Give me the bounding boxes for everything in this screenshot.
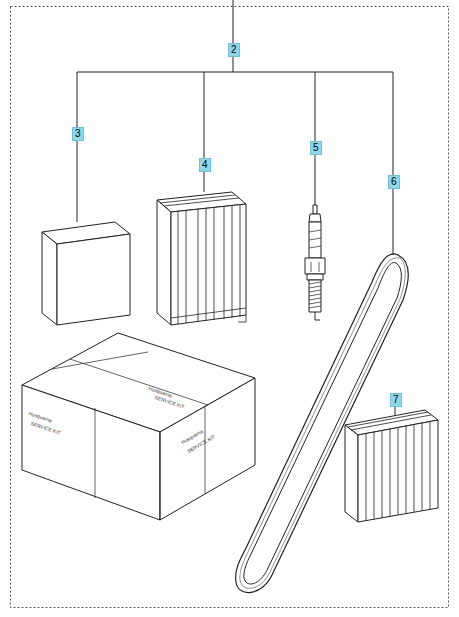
callout-number: 6	[388, 175, 400, 189]
callout-number: 4	[199, 158, 211, 172]
callout-number: 3	[72, 127, 84, 141]
callout-number: 7	[390, 393, 402, 407]
callout-number: 5	[310, 141, 322, 155]
callout-number: 2	[228, 43, 240, 57]
